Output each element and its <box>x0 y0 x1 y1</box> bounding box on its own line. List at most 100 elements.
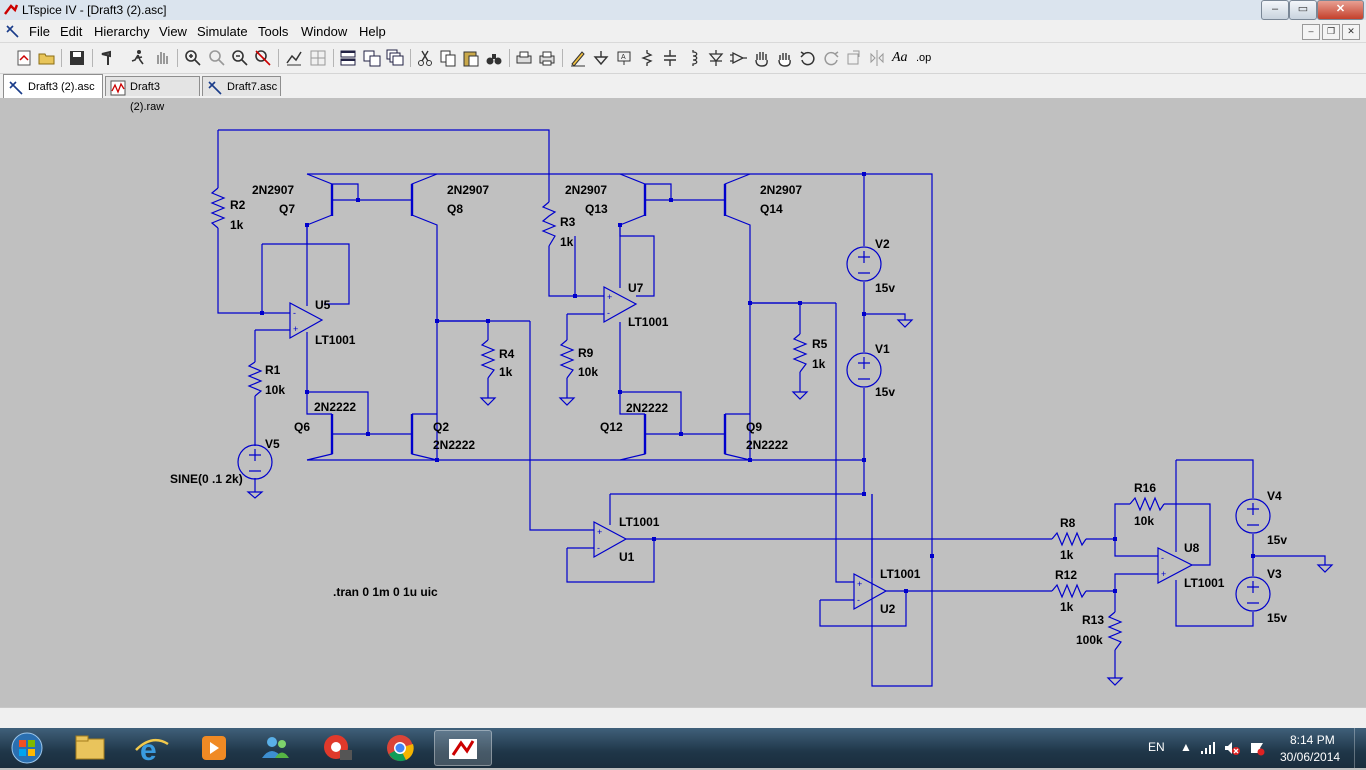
ground-icon[interactable] <box>591 48 611 68</box>
clock-time[interactable]: 8:14 PM <box>1290 733 1335 747</box>
label-u5: U5 <box>315 298 331 312</box>
diode-icon[interactable] <box>706 48 726 68</box>
language-indicator[interactable]: EN <box>1148 740 1165 754</box>
print-setup-icon[interactable] <box>514 48 534 68</box>
folder-icon <box>75 735 105 760</box>
taskbar-internet-explorer[interactable]: e <box>124 730 180 767</box>
control-panel-hammer-icon[interactable] <box>98 48 118 68</box>
start-button[interactable] <box>2 730 52 766</box>
menu-view[interactable]: View <box>159 24 187 39</box>
undo-icon[interactable] <box>798 48 818 68</box>
svg-text:+: + <box>293 324 298 334</box>
menu-help[interactable]: Help <box>359 24 386 39</box>
show-hidden-icons-arrow[interactable]: ▲ <box>1180 740 1192 754</box>
mdi-minimize-button[interactable]: – <box>1302 24 1320 40</box>
label-v5: V5 <box>265 437 280 451</box>
label-q9-model: 2N2222 <box>746 438 788 452</box>
print-icon[interactable] <box>537 48 557 68</box>
find-binoculars-icon[interactable] <box>484 48 504 68</box>
close-button[interactable]: ✕ <box>1317 0 1364 20</box>
maximize-button[interactable]: ▭ <box>1289 0 1317 20</box>
tab-draft3-asc[interactable]: Draft3 (2).asc <box>3 74 103 98</box>
chrome-icon <box>387 735 414 762</box>
schematic-canvas[interactable]: -+ +- +- +- -+ 2N2907 Q7 2N2907 Q8 R2 1k… <box>0 98 1366 707</box>
halt-hand-icon[interactable] <box>152 48 172 68</box>
menu-hierarchy[interactable]: Hierarchy <box>94 24 150 39</box>
mdi-close-button[interactable]: ✕ <box>1342 24 1360 40</box>
taskbar-ltspice[interactable] <box>434 730 492 766</box>
drag-hand-icon[interactable] <box>775 48 795 68</box>
copy-icon[interactable] <box>438 48 458 68</box>
tab-label: Draft3 (2).asc <box>28 81 95 93</box>
rotate-icon[interactable] <box>844 48 864 68</box>
action-center-icon[interactable] <box>1248 740 1266 756</box>
run-icon[interactable] <box>128 48 148 68</box>
label-v5-value: SINE(0 .1 2k) <box>170 472 243 486</box>
menu-tools[interactable]: Tools <box>258 24 289 39</box>
show-desktop-button[interactable] <box>1354 728 1366 768</box>
pan-icon[interactable] <box>207 48 227 68</box>
zoom-in-icon[interactable] <box>183 48 203 68</box>
svg-text:-: - <box>293 308 296 318</box>
component-icon[interactable] <box>729 48 749 68</box>
label-v4: V4 <box>1267 489 1282 503</box>
zoom-fit-icon[interactable] <box>253 48 273 68</box>
taskbar-picasa[interactable] <box>310 730 366 766</box>
label-r16: R16 <box>1134 481 1156 495</box>
label-u2: U2 <box>880 602 896 616</box>
tab-draft3-raw[interactable]: Draft3 (2).raw <box>105 76 200 113</box>
label-r5: R5 <box>812 337 828 351</box>
taskbar-file-explorer[interactable] <box>62 730 118 766</box>
label-r9-value: 10k <box>578 365 598 379</box>
redo-icon[interactable] <box>821 48 841 68</box>
new-schematic-icon[interactable] <box>14 48 34 68</box>
mirror-icon[interactable] <box>867 48 887 68</box>
taskbar-chrome[interactable] <box>372 730 428 766</box>
label-r13-value: 100k <box>1076 633 1103 647</box>
menu-window[interactable]: Window <box>301 24 348 39</box>
minimize-button[interactable]: – <box>1261 0 1289 20</box>
menu-file[interactable]: File <box>29 24 50 39</box>
document-tab-bar: Draft3 (2).asc Draft3 (2).raw Draft7.asc <box>0 74 1366 113</box>
spice-directive-op-icon[interactable]: .op <box>916 52 932 64</box>
resistor-icon[interactable] <box>637 48 657 68</box>
mdi-restore-button[interactable]: ❐ <box>1322 24 1340 40</box>
clock-date[interactable]: 30/06/2014 <box>1280 750 1341 764</box>
menu-edit[interactable]: Edit <box>60 24 83 39</box>
cut-icon[interactable] <box>415 48 435 68</box>
capacitor-icon[interactable] <box>660 48 680 68</box>
tab-label: Draft3 (2).raw <box>130 81 165 113</box>
draw-wire-pencil-icon[interactable] <box>568 48 588 68</box>
volume-muted-icon[interactable] <box>1223 740 1241 756</box>
label-r9: R9 <box>578 346 594 360</box>
grid-icon[interactable] <box>308 48 328 68</box>
label-r13: R13 <box>1082 613 1104 627</box>
cascade-icon[interactable] <box>385 48 405 68</box>
network-signal-icon[interactable] <box>1200 741 1216 755</box>
move-hand-icon[interactable] <box>752 48 772 68</box>
label-r8-value: 1k <box>1060 548 1074 562</box>
label-r8: R8 <box>1060 516 1076 530</box>
taskbar-live-messenger[interactable] <box>248 730 304 766</box>
tile-horizontal-icon[interactable] <box>338 48 358 68</box>
save-icon[interactable] <box>67 48 87 68</box>
label-net-icon[interactable]: A <box>614 48 634 68</box>
label-r1: R1 <box>265 363 281 377</box>
taskbar-media-player[interactable] <box>186 730 242 766</box>
transistor-bars <box>330 184 727 454</box>
inductor-icon[interactable] <box>683 48 703 68</box>
text-aa-icon[interactable]: Aa <box>892 50 908 65</box>
opamp-pin-signs: -+ +- +- +- -+ <box>293 292 1166 605</box>
label-r3: R3 <box>560 215 576 229</box>
label-q2-model: 2N2222 <box>433 438 475 452</box>
zoom-out-icon[interactable] <box>230 48 250 68</box>
menu-simulate[interactable]: Simulate <box>197 24 248 39</box>
toolbar: A Aa .op <box>0 43 1366 74</box>
tile-vertical-icon[interactable] <box>362 48 382 68</box>
autorange-icon[interactable] <box>284 48 304 68</box>
document-icon[interactable] <box>4 23 20 39</box>
paste-icon[interactable] <box>461 48 481 68</box>
tab-draft7-asc[interactable]: Draft7.asc <box>202 76 281 96</box>
open-folder-icon[interactable] <box>37 48 57 68</box>
svg-text:+: + <box>1161 569 1166 579</box>
